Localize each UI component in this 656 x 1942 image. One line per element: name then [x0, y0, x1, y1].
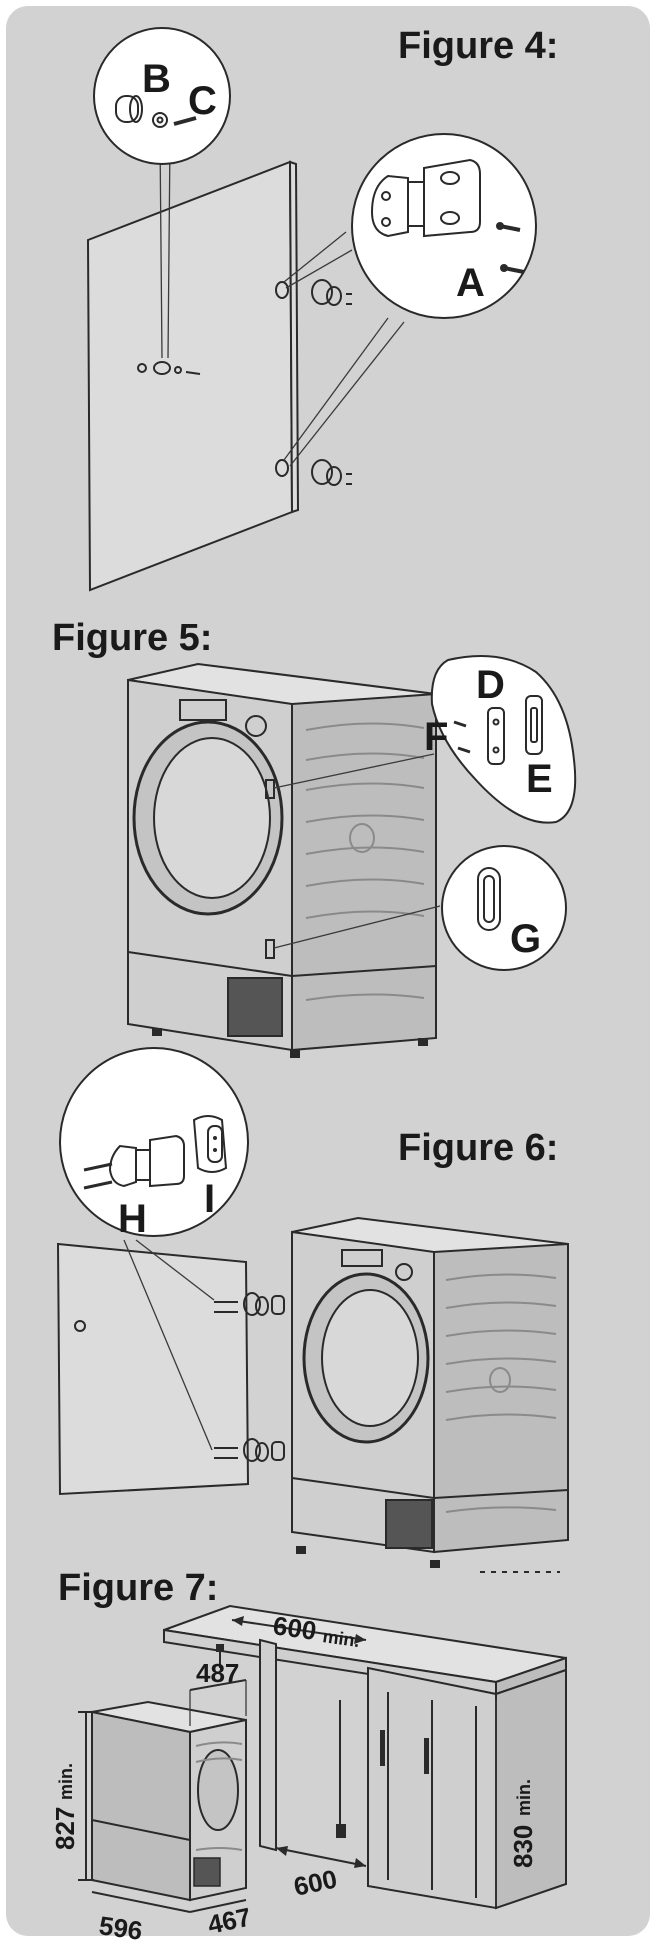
dim-machine-width: 596 — [97, 1910, 144, 1942]
dim-top-width: 600 min. — [271, 1610, 361, 1651]
dim-height-right: 830 min. — [508, 1779, 538, 1868]
detail-circle-a — [351, 133, 537, 319]
label-f: F — [424, 715, 448, 759]
callout-line-a-1 — [283, 231, 347, 283]
door-panel-fig6 — [56, 1242, 250, 1496]
hinge-large-icon — [370, 158, 481, 238]
callout-line-hi-1 — [135, 1239, 215, 1301]
detail-circle-g — [441, 845, 567, 971]
handle-fitting — [137, 361, 201, 375]
dim-line-floor-width — [275, 1847, 367, 1867]
washer-icon — [152, 112, 168, 128]
label-i: I — [204, 1177, 215, 1221]
figure-4-title: Figure 4: — [398, 25, 558, 67]
callout-line-a-4 — [289, 321, 405, 467]
figure-5: Figure 5: — [52, 617, 577, 1058]
figure-5-title: Figure 5: — [52, 617, 212, 659]
cover-cap-icon — [477, 867, 501, 931]
dim-line-machine-width — [91, 1891, 191, 1913]
label-c: C — [188, 79, 217, 123]
hinge-hole-upper — [275, 281, 289, 299]
hinge-h-icon — [83, 1134, 185, 1190]
detail-circle-bc — [93, 27, 231, 165]
label-h: H — [118, 1197, 147, 1241]
dryer-appliance-fig6 — [291, 1216, 569, 1573]
door-panel-edge — [288, 160, 300, 514]
hinge-plate-fitting — [265, 939, 275, 959]
label-a: A — [456, 261, 485, 305]
figure-4: Figure 4: — [86, 25, 558, 592]
program-knob — [245, 715, 267, 737]
label-g: G — [510, 917, 541, 961]
handle-fig6 — [74, 1320, 86, 1332]
callout-line-bc-1 — [159, 137, 163, 359]
screw-c-icon — [173, 116, 197, 126]
svg-text:600: 600 — [271, 1610, 318, 1646]
dim-line-machine-depth-top — [189, 1679, 247, 1691]
label-d: D — [476, 663, 505, 707]
handle-knob-icon — [115, 95, 143, 123]
hinge-fig6-upper — [214, 1292, 285, 1316]
callout-line-g — [273, 905, 441, 949]
strike-plate-icon — [525, 695, 543, 755]
figure-7: Figure 7: — [50, 1567, 567, 1942]
cabinet-side-panel — [259, 1638, 277, 1852]
hinge-small-lower — [311, 459, 352, 486]
drum-door-glass — [153, 737, 271, 899]
callout-line-hi-2 — [123, 1239, 213, 1451]
display-panel — [179, 699, 227, 721]
label-e: E — [526, 757, 553, 801]
hinge-cup-i-icon — [192, 1115, 228, 1173]
hinge-fig6-lower — [214, 1438, 285, 1462]
dim-line-machine-depth — [189, 1899, 247, 1913]
hinge-hole-lower — [275, 459, 289, 477]
svg-text:min.: min. — [56, 1763, 76, 1800]
hinge-small-upper — [311, 279, 352, 306]
callout-line-a-2 — [285, 249, 353, 289]
screw-f-icon — [453, 720, 471, 754]
callout-line-a-3 — [283, 317, 389, 461]
label-b: B — [142, 57, 171, 101]
dim-line-top-width — [231, 1619, 367, 1641]
detail-circle-hi — [59, 1047, 249, 1237]
screw-a-icon — [496, 222, 525, 274]
dim-floor-width: 600 — [291, 1864, 340, 1902]
dryer-appliance-fig7 — [91, 1700, 247, 1902]
dim-machine-depth-top: 487 — [196, 1658, 239, 1688]
dryer-appliance — [127, 662, 437, 1058]
door-catch-fitting — [265, 779, 275, 799]
figure-6-title: Figure 6: — [398, 1127, 558, 1169]
svg-text:min.: min. — [514, 1779, 534, 1816]
door-panel — [86, 160, 294, 592]
callout-line-bc-2 — [167, 137, 171, 359]
figure-7-title: Figure 7: — [58, 1567, 218, 1609]
svg-text:830: 830 — [508, 1825, 538, 1868]
callout-line-def — [273, 753, 435, 789]
svg-text:827: 827 — [50, 1807, 80, 1850]
figure-6: Figure 6: — [56, 1047, 569, 1573]
door-catch-icon — [487, 707, 505, 765]
dim-height-left: 827 min. — [50, 1763, 80, 1850]
vent-grille — [227, 977, 283, 1037]
